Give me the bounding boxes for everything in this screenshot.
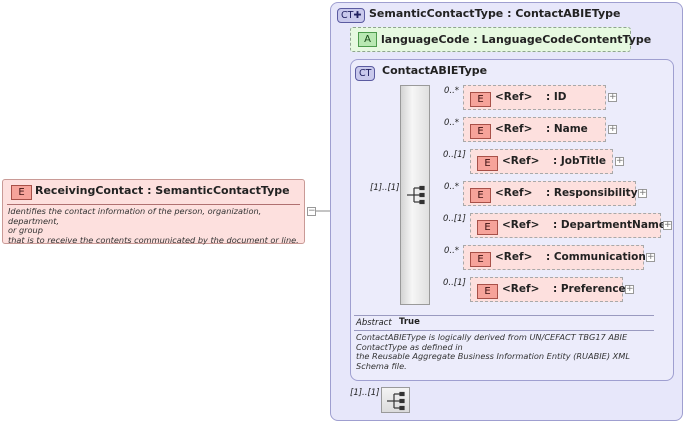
element-badge: E bbox=[470, 252, 491, 267]
outer-sequence-compositor[interactable] bbox=[381, 387, 410, 413]
root-documentation: Identifies the contact information of th… bbox=[8, 206, 304, 245]
sequence-icon bbox=[407, 185, 425, 205]
expand-toggle[interactable]: + bbox=[663, 220, 672, 230]
element-badge: E bbox=[477, 156, 498, 171]
root-doc-line: or group bbox=[8, 225, 43, 236]
expand-toggle[interactable]: + bbox=[608, 124, 617, 134]
attribute-box[interactable]: A languageCode : LanguageCodeContentType bbox=[350, 27, 651, 52]
root-doc-line: that is to receive the contents communic… bbox=[8, 234, 299, 245]
outer-sequence-cardinality: [1]..[1] bbox=[350, 388, 380, 398]
outer-type-title: SemanticContactType : ContactABIEType bbox=[369, 7, 621, 20]
child-element-box[interactable]: E <Ref> : JobTitle bbox=[470, 149, 613, 174]
expand-toggle[interactable]: + bbox=[615, 156, 624, 166]
abstract-value: True bbox=[399, 317, 420, 327]
child-ref-label: <Ref> bbox=[495, 91, 533, 103]
root-divider bbox=[7, 204, 300, 205]
expand-toggle[interactable]: + bbox=[625, 284, 634, 294]
attribute-title: languageCode : LanguageCodeContentType bbox=[381, 33, 652, 46]
inner-type-title: ContactABIEType bbox=[382, 64, 488, 77]
child-cardinality: 0..[1] bbox=[443, 214, 466, 224]
child-ref-label: <Ref> bbox=[502, 219, 540, 231]
expand-toggle[interactable]: + bbox=[638, 188, 647, 198]
complex-type-badge: CT✚ bbox=[337, 8, 366, 23]
child-element-name: : Name bbox=[546, 123, 588, 135]
doc-divider bbox=[354, 330, 654, 331]
sequence-cardinality: [1]..[1] bbox=[370, 183, 400, 193]
child-element-name: : Preference bbox=[553, 283, 626, 295]
expand-toggle[interactable]: + bbox=[646, 252, 655, 262]
child-ref-label: <Ref> bbox=[495, 187, 533, 199]
child-ref-label: <Ref> bbox=[502, 283, 540, 295]
complex-type-badge: CT bbox=[355, 66, 376, 81]
abstract-divider bbox=[354, 315, 654, 316]
abstract-label: Abstract bbox=[356, 318, 392, 328]
child-element-name: : Communication bbox=[546, 251, 646, 263]
inner-type-documentation: ContactABIEType is logically derived fro… bbox=[356, 332, 656, 371]
child-ref-label: <Ref> bbox=[495, 123, 533, 135]
plus-icon: ✚ bbox=[353, 10, 362, 21]
expand-toggle[interactable]: + bbox=[608, 92, 617, 102]
child-element-name: : ID bbox=[546, 91, 567, 103]
root-element-box[interactable]: E ReceivingContact : SemanticContactType… bbox=[2, 179, 305, 244]
child-element-box[interactable]: E <Ref> : Preference bbox=[470, 277, 626, 302]
element-badge: E bbox=[11, 185, 32, 200]
child-element-name: : JobTitle bbox=[553, 155, 606, 167]
child-ref-label: <Ref> bbox=[495, 251, 533, 263]
element-badge: E bbox=[470, 188, 491, 203]
child-cardinality: 0..* bbox=[444, 246, 460, 256]
child-element-box[interactable]: E <Ref> : Responsibility bbox=[463, 181, 638, 206]
child-cardinality: 0..* bbox=[444, 182, 460, 192]
element-badge: E bbox=[477, 220, 498, 235]
child-element-box[interactable]: E <Ref> : Communication bbox=[463, 245, 646, 270]
element-badge: E bbox=[470, 92, 491, 107]
inner-doc-line: the Reusable Aggregate Business Informat… bbox=[356, 351, 630, 361]
child-cardinality: 0..[1] bbox=[443, 150, 466, 160]
sequence-icon bbox=[387, 391, 405, 411]
inner-doc-line: ContactABIEType is logically derived fro… bbox=[356, 332, 628, 342]
attribute-badge: A bbox=[358, 32, 377, 47]
collapse-toggle[interactable]: − bbox=[307, 206, 316, 216]
element-badge: E bbox=[470, 124, 491, 139]
child-element-name: : DepartmentName bbox=[553, 219, 666, 231]
child-ref-label: <Ref> bbox=[502, 155, 540, 167]
child-cardinality: 0..[1] bbox=[443, 278, 466, 288]
inner-doc-line: Schema file. bbox=[356, 360, 407, 371]
element-badge: E bbox=[477, 284, 498, 299]
child-element-name: : Responsibility bbox=[546, 187, 638, 199]
child-element-box[interactable]: E <Ref> : Name bbox=[463, 117, 606, 142]
child-cardinality: 0..* bbox=[444, 118, 460, 128]
root-doc-line: Identifies the contact information of th… bbox=[8, 206, 262, 226]
inner-doc-line: ContactType as defined in bbox=[356, 341, 463, 352]
child-cardinality: 0..* bbox=[444, 86, 460, 96]
complex-type-badge-label: CT bbox=[341, 10, 354, 21]
child-element-box[interactable]: E <Ref> : ID bbox=[463, 85, 606, 110]
root-element-title: ReceivingContact : SemanticContactType bbox=[35, 184, 290, 197]
child-element-box[interactable]: E <Ref> : DepartmentName bbox=[470, 213, 666, 238]
